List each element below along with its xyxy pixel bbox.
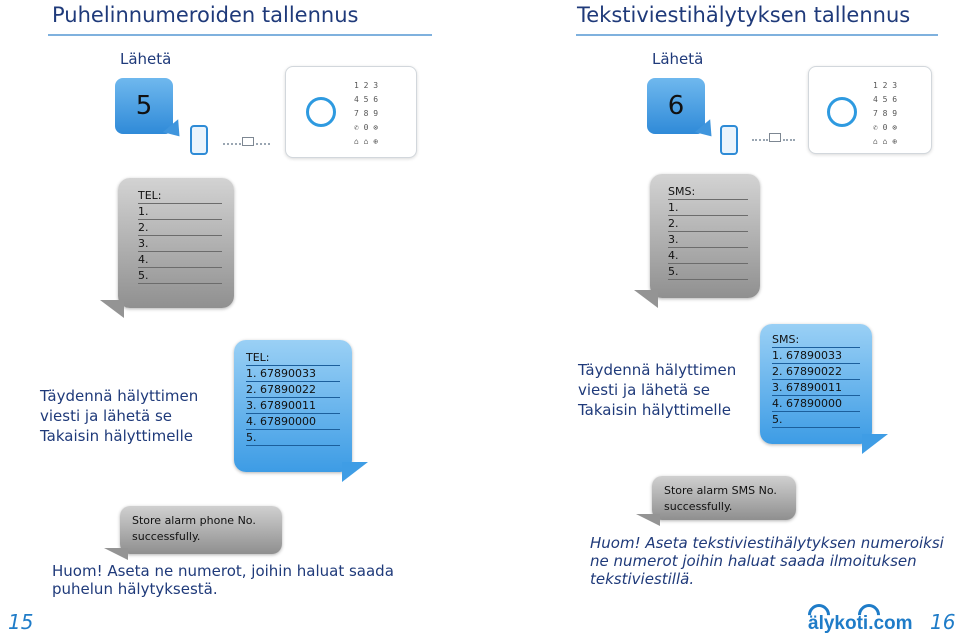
alarm-panel-icon: 1 2 3 4 5 6 7 8 9 ✆ 0 ⊗ ⌂ ⌂ ⊕ — [285, 66, 417, 158]
request-header: TEL: — [138, 188, 222, 204]
right-dots-2 — [783, 139, 795, 141]
right-send-label: Lähetä — [652, 50, 703, 68]
right-title-rule — [576, 34, 938, 36]
keypad-row: 1 2 3 — [354, 79, 378, 93]
right-page-title: Tekstiviestihälytyksen tallennus — [577, 3, 910, 27]
keypad-row: ✆ 0 ⊗ — [354, 121, 378, 135]
keypad-row: 4 5 6 — [354, 93, 378, 107]
request-line: 1. — [138, 204, 222, 220]
left-key-button: 5 — [115, 78, 173, 134]
reply-line: 3. 67890011 — [772, 380, 860, 396]
right-panel-keypad: 1 2 3 4 5 6 7 8 9 ✆ 0 ⊗ ⌂ ⌂ ⊕ — [873, 79, 897, 149]
keypad-row: ✆ 0 ⊗ — [873, 121, 897, 135]
right-confirm-bubble: Store alarm SMS No. successfully. — [652, 476, 796, 520]
left-page-title: Puhelinnumeroiden tallennus — [52, 3, 358, 27]
reply-header: SMS: — [772, 332, 860, 348]
left-reply-bubble: TEL: 1. 67890033 2. 67890022 3. 67890011… — [234, 340, 352, 472]
reply-line: 4. 67890000 — [772, 396, 860, 412]
request-header: SMS: — [668, 184, 748, 200]
alarm-panel-icon: 1 2 3 4 5 6 7 8 9 ✆ 0 ⊗ ⌂ ⌂ ⊕ — [808, 66, 932, 154]
reply-line: 3. 67890011 — [246, 398, 340, 414]
reply-line: 5. — [246, 430, 340, 446]
keypad-row: ⌂ ⌂ ⊕ — [354, 135, 378, 149]
left-confirm-tail — [104, 548, 128, 560]
page-number-left: 15 — [8, 610, 33, 634]
left-dots-2 — [256, 143, 270, 145]
left-instruction: Täydennä hälyttimen viesti ja lähetä se … — [40, 386, 226, 446]
right-reply-bubble: SMS: 1. 67890033 2. 67890022 3. 67890011… — [760, 324, 872, 444]
reply-line: 2. 67890022 — [772, 364, 860, 380]
left-request-bubble: TEL: 1. 2. 3. 4. 5. — [118, 178, 234, 308]
left-request-tail — [100, 300, 124, 318]
right-request-bubble: SMS: 1. 2. 3. 4. 5. — [650, 174, 760, 298]
envelope-icon — [769, 133, 781, 142]
reply-line: 1. 67890033 — [246, 366, 340, 382]
phone-icon — [720, 125, 738, 155]
reply-line: 2. 67890022 — [246, 382, 340, 398]
left-dots-1 — [223, 143, 241, 145]
right-dots-1 — [752, 139, 768, 141]
page-number-right: 16 — [930, 610, 955, 634]
request-line: 4. — [668, 248, 748, 264]
panel-ring — [827, 97, 857, 127]
left-note: Huom! Aseta ne numerot, joihin haluat sa… — [52, 562, 422, 598]
phone-icon — [190, 125, 208, 155]
keypad-row: 1 2 3 — [873, 79, 897, 93]
reply-header: TEL: — [246, 350, 340, 366]
request-line: 5. — [668, 264, 748, 280]
left-send-label: Lähetä — [120, 50, 171, 68]
envelope-icon — [242, 137, 254, 146]
left-confirm-bubble: Store alarm phone No. successfully. — [120, 506, 282, 554]
left-reply-tail — [342, 462, 368, 482]
request-line: 5. — [138, 268, 222, 284]
right-request-tail — [634, 290, 658, 308]
reply-line: 1. 67890033 — [772, 348, 860, 364]
request-line: 1. — [668, 200, 748, 216]
keypad-row: 4 5 6 — [873, 93, 897, 107]
panel-ring — [306, 97, 336, 127]
right-key-button: 6 — [647, 78, 705, 134]
request-line: 4. — [138, 252, 222, 268]
left-title-rule — [48, 34, 432, 36]
right-instruction: Täydennä hälyttimen viesti ja lähetä se … — [578, 360, 758, 420]
right-reply-tail — [862, 434, 888, 454]
keypad-row: ⌂ ⌂ ⊕ — [873, 135, 897, 149]
reply-line: 4. 67890000 — [246, 414, 340, 430]
keypad-row: 7 8 9 — [873, 107, 897, 121]
right-note: Huom! Aseta tekstiviestihälytyksen numer… — [590, 534, 956, 588]
reply-line: 5. — [772, 412, 860, 428]
right-confirm-tail — [636, 514, 660, 526]
left-panel-keypad: 1 2 3 4 5 6 7 8 9 ✆ 0 ⊗ ⌂ ⌂ ⊕ — [354, 79, 378, 149]
request-line: 2. — [138, 220, 222, 236]
request-line: 2. — [668, 216, 748, 232]
request-line: 3. — [138, 236, 222, 252]
brand-logo: älykoti.com — [808, 613, 913, 635]
keypad-row: 7 8 9 — [354, 107, 378, 121]
request-line: 3. — [668, 232, 748, 248]
